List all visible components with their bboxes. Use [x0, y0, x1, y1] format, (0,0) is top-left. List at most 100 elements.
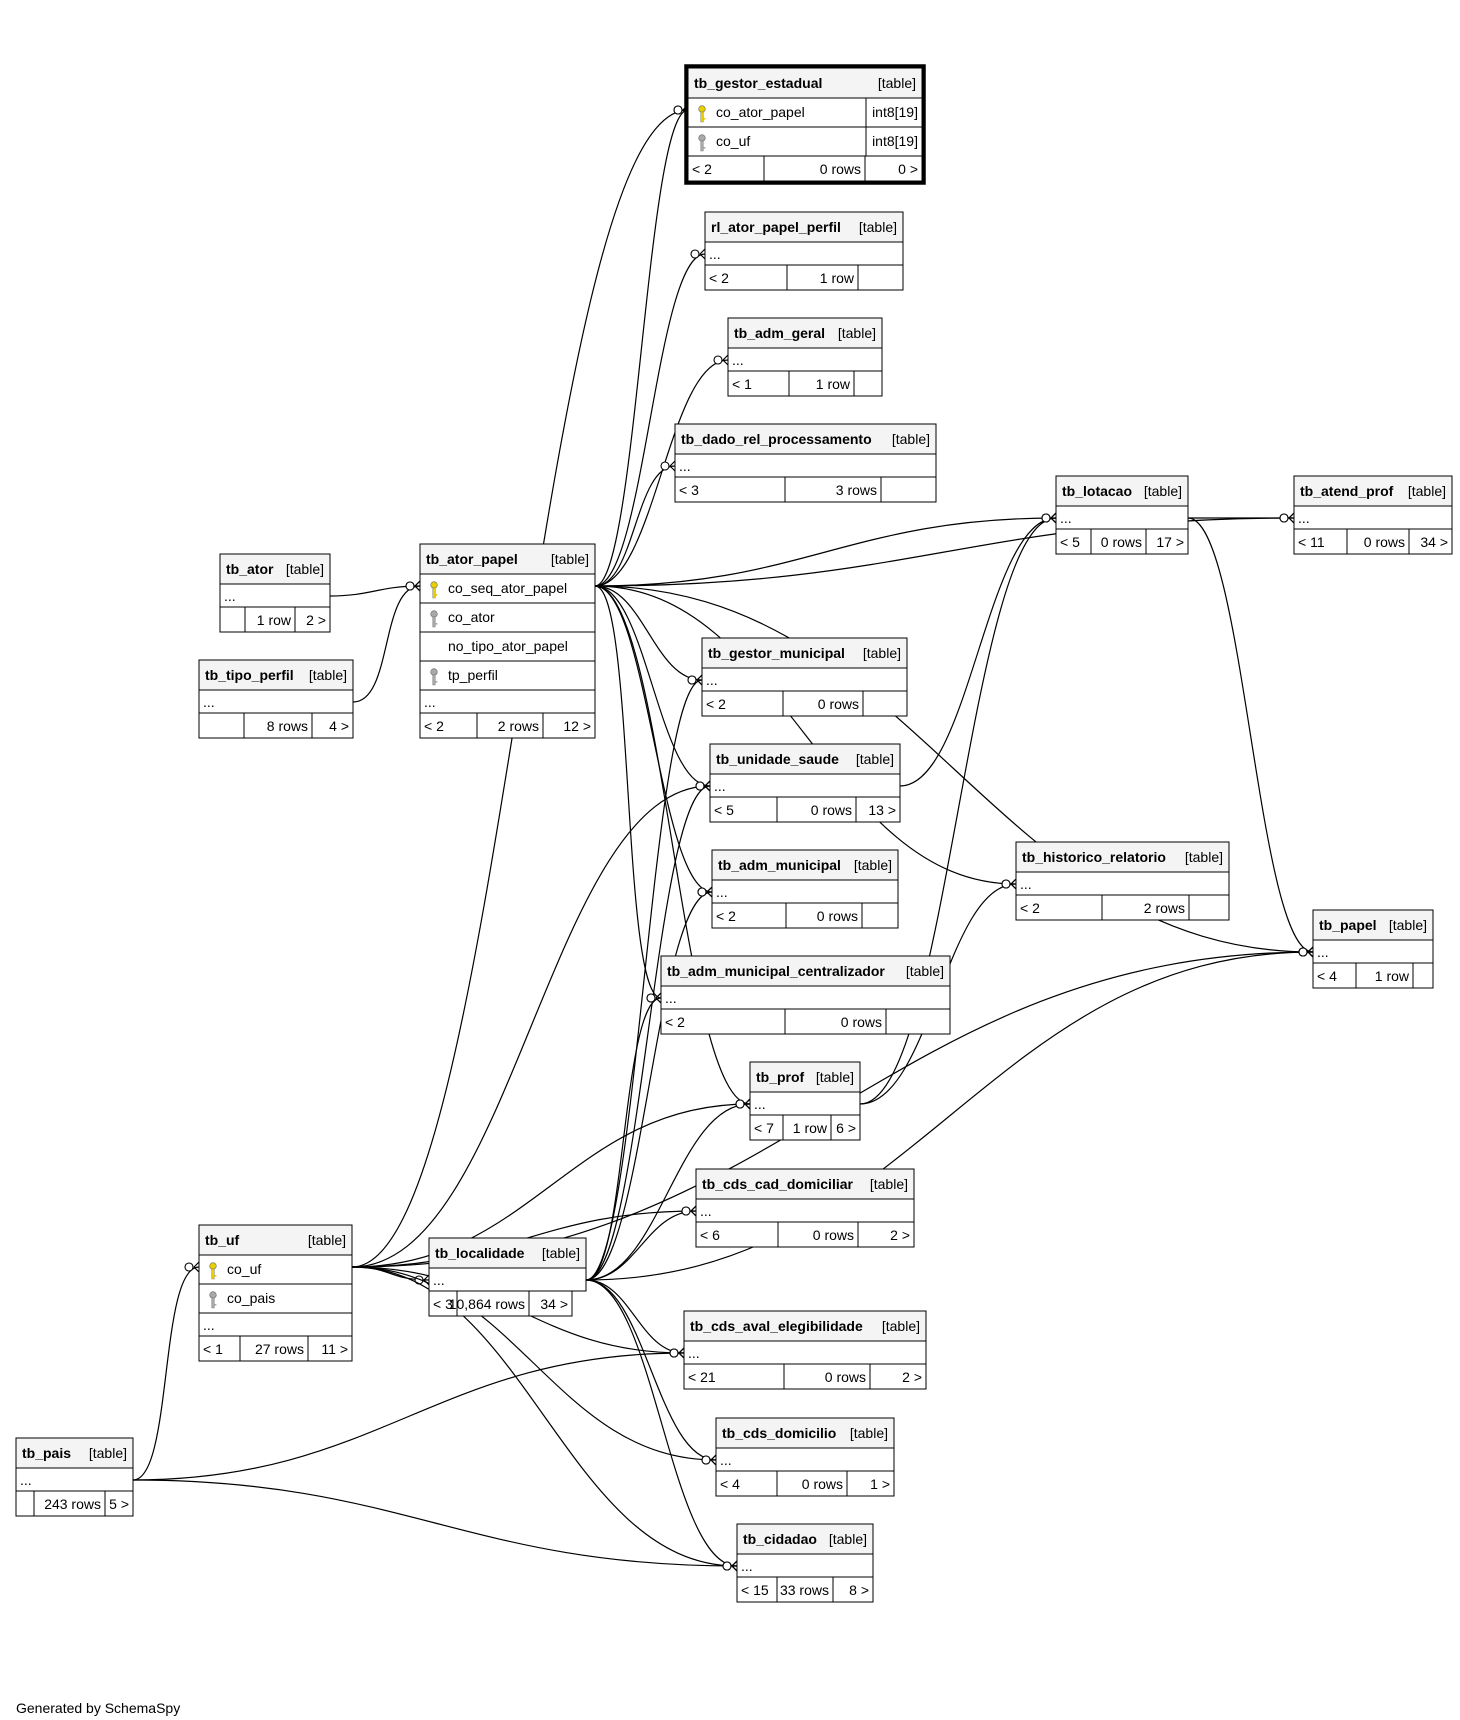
relationship-pais-cds_aval: [132, 1352, 685, 1481]
parents-count: < 7: [754, 1120, 774, 1136]
foreign-key-icon: [430, 610, 438, 628]
relationship-ator_papel-lotacao: [594, 517, 1057, 587]
more-columns-ellipsis: ...: [203, 694, 215, 710]
row-count: 27 rows: [255, 1341, 304, 1357]
table-type-tag: [table]: [878, 75, 916, 91]
table-type-tag: [table]: [882, 1318, 920, 1334]
table-name: tb_cds_cad_domiciliar: [702, 1176, 854, 1192]
row-count: 0 rows: [818, 696, 859, 712]
table-type-tag: [table]: [286, 561, 324, 577]
table-tb_ator_papel[interactable]: tb_ator_papel[table]co_seq_ator_papelco_…: [419, 543, 596, 739]
more-columns-ellipsis: ...: [1060, 510, 1072, 526]
column-name: no_tipo_ator_papel: [448, 638, 568, 654]
crows-foot-marker: [678, 1347, 685, 1359]
more-columns-ellipsis: ...: [20, 1472, 32, 1488]
crows-foot-marker: [655, 992, 662, 1004]
relationship-localidade-adm_mun_cent: [585, 997, 662, 1281]
row-count: 1 row: [820, 270, 855, 286]
parents-count: < 5: [714, 802, 734, 818]
table-name: tb_adm_geral: [734, 325, 825, 341]
more-columns-ellipsis: ...: [754, 1096, 766, 1112]
parents-count: < 6: [700, 1227, 720, 1243]
relationship-localidade-prof: [585, 1103, 751, 1281]
relationship-ator_papel-adm_municipal: [594, 585, 713, 893]
optional-marker: [673, 105, 683, 115]
table-name: tb_atend_prof: [1300, 483, 1394, 499]
table-name: tb_adm_municipal_centralizador: [667, 963, 885, 979]
optional-marker: [184, 1262, 194, 1272]
crows-foot-marker: [722, 354, 729, 366]
row-count: 0 rows: [841, 1014, 882, 1030]
relationship-ator_papel-dado_rel: [594, 465, 676, 587]
children-count: 11 >: [321, 1341, 348, 1357]
relationship-ator_papel-rl_ator_papel_perfil: [594, 253, 706, 587]
table-type-tag: [table]: [892, 431, 930, 447]
relationship-localidade-adm_municipal: [585, 891, 713, 1281]
foreign-key-icon: [430, 668, 438, 686]
parents-count: < 5: [1060, 534, 1080, 550]
column-name: co_pais: [227, 1290, 275, 1306]
row-count: 0 rows: [1364, 534, 1405, 550]
table-type-tag: [table]: [850, 1425, 888, 1441]
crows-foot-marker: [706, 886, 713, 898]
table-type-tag: [table]: [542, 1245, 580, 1261]
table-type-tag: [table]: [906, 963, 944, 979]
relationship-localidade-cidadao: [585, 1279, 738, 1567]
parents-count: < 2: [665, 1014, 685, 1030]
parents-count: < 3: [679, 482, 699, 498]
more-columns-ellipsis: ...: [1298, 510, 1310, 526]
row-count: 2 rows: [1144, 900, 1185, 916]
table-type-tag: [table]: [829, 1531, 867, 1547]
more-columns-ellipsis: ...: [720, 1452, 732, 1468]
optional-marker: [681, 1206, 691, 1216]
more-columns-ellipsis: ...: [709, 246, 721, 262]
optional-marker: [660, 461, 670, 471]
optional-marker: [687, 675, 697, 685]
children-count: 2 >: [902, 1369, 922, 1385]
children-count: 17 >: [1156, 534, 1184, 550]
relationship-uf-prof: [351, 1103, 751, 1268]
parents-count: < 4: [1317, 968, 1337, 984]
table-type-tag: [table]: [856, 751, 894, 767]
table-tb_adm_municipal_centralizador[interactable]: tb_adm_municipal_centralizador[table]...…: [660, 955, 951, 1035]
parents-count: < 21: [688, 1369, 716, 1385]
crows-foot-marker: [696, 674, 703, 686]
table-type-tag: [table]: [859, 219, 897, 235]
optional-marker: [405, 581, 415, 591]
row-count: 243 rows: [44, 1496, 101, 1512]
table-name: tb_ator_papel: [426, 551, 518, 567]
parents-count: < 1: [732, 376, 752, 392]
children-count: 12 >: [563, 718, 591, 734]
more-columns-ellipsis: ...: [433, 1272, 445, 1288]
relationship-ator_papel-papel: [594, 585, 1314, 953]
table-type-tag: [table]: [854, 857, 892, 873]
column-type: int8[19]: [872, 133, 918, 149]
table-name: tb_gestor_estadual: [694, 75, 822, 91]
relationship-pais-uf: [132, 1266, 200, 1481]
crows-foot-marker: [690, 1205, 697, 1217]
table-type-tag: [table]: [1185, 849, 1223, 865]
primary-key-icon: [698, 105, 706, 123]
